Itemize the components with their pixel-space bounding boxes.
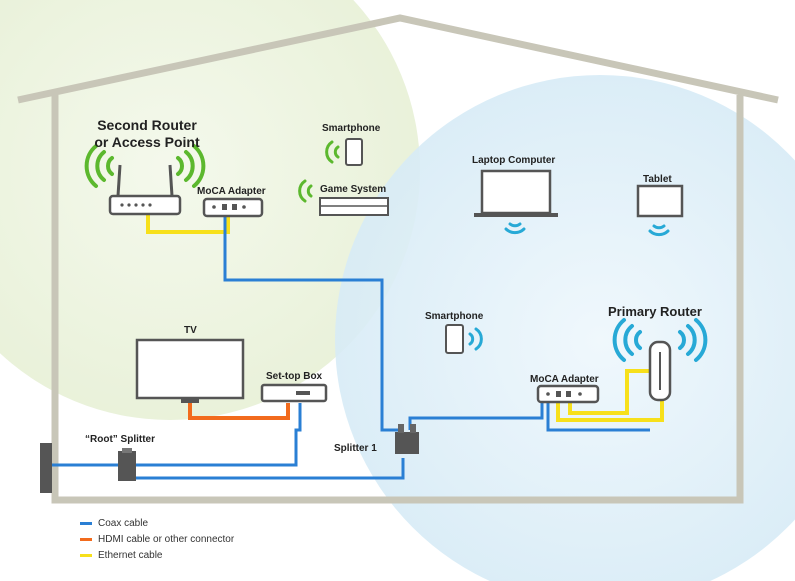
moca-adapter-top-icon — [202, 197, 264, 218]
legend: Coax cable HDMI cable or other connector… — [80, 515, 234, 563]
legend-label-hdmi: HDMI cable or other connector — [98, 533, 235, 545]
second-router-title: Second Router — [97, 117, 197, 133]
smartphone-mid-label: Smartphone — [425, 311, 484, 322]
legend-item-ethernet: Ethernet cable — [80, 547, 234, 563]
tv-label: TV — [184, 325, 197, 336]
moca-adapter-top-label: MoCA Adapter — [197, 186, 266, 197]
laptop-icon — [474, 169, 558, 217]
smartphone-top-label: Smartphone — [322, 123, 381, 134]
ethernet-cables — [146, 215, 664, 422]
splitter-1 — [395, 424, 419, 454]
wifi-waves-icon — [325, 140, 340, 164]
wifi-waves-icon — [612, 318, 708, 362]
root-splitter — [118, 448, 136, 481]
tablet-label: Tablet — [643, 174, 672, 185]
tablet-icon — [636, 184, 684, 218]
game-system-label: Game System — [320, 184, 387, 195]
house-outline — [17, 14, 779, 504]
hdmi-cable — [188, 403, 290, 420]
access-point-subtitle: or Access Point — [94, 134, 200, 150]
splitter-1-label: Splitter 1 — [334, 443, 377, 454]
root-splitter-label: “Root” Splitter — [85, 434, 155, 445]
primary-router-label: Primary Router — [608, 304, 702, 319]
legend-swatch-coax — [80, 521, 92, 525]
tv-icon — [135, 338, 245, 403]
wifi-waves-icon — [84, 144, 206, 188]
legend-item-hdmi: HDMI cable or other connector — [80, 531, 234, 547]
wifi-waves-icon — [468, 327, 483, 351]
primary-router-icon — [648, 340, 672, 402]
legend-item-coax: Coax cable — [80, 515, 234, 531]
legend-label-coax: Coax cable — [98, 517, 149, 529]
legend-swatch-hdmi — [80, 537, 92, 541]
laptop-label: Laptop Computer — [472, 155, 556, 166]
smartphone-mid-icon — [445, 324, 464, 354]
game-system-icon — [319, 197, 389, 216]
legend-swatch-ethernet — [80, 553, 92, 557]
second-router-icon — [108, 164, 182, 216]
wifi-waves-icon — [504, 222, 526, 235]
second-router-label: Second Router or Access Point — [82, 117, 212, 151]
settop-box-label: Set-top Box — [266, 371, 323, 382]
moca-adapter-right-icon — [536, 384, 600, 404]
wall-outlet — [40, 443, 52, 493]
moca-adapter-right-label: MoCA Adapter — [530, 374, 599, 385]
wifi-waves-icon — [298, 179, 313, 203]
wifi-waves-icon — [648, 224, 670, 237]
legend-label-ethernet: Ethernet cable — [98, 549, 163, 561]
settop-box-icon — [260, 383, 328, 403]
smartphone-top-icon — [345, 138, 363, 166]
